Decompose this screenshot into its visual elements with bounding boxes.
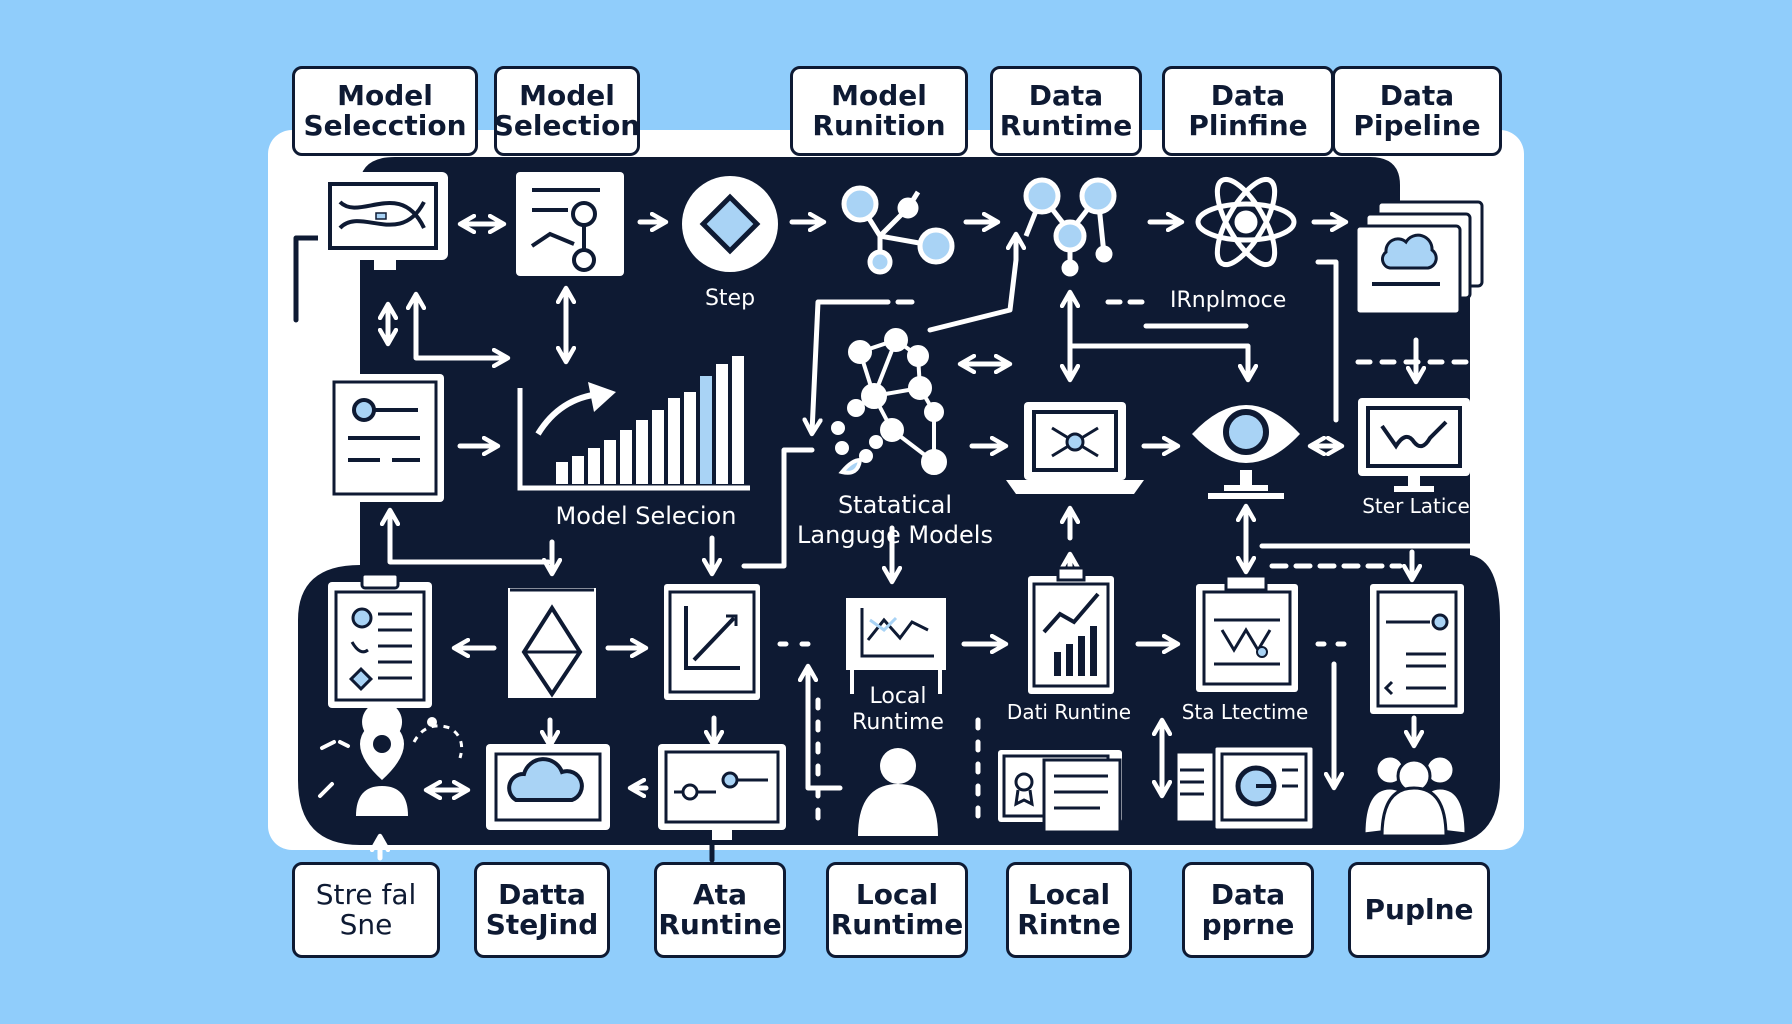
bottom-card-puplne: Puplne: [1348, 862, 1490, 958]
node-graph-icon: [841, 185, 955, 275]
trend-panel-icon: [664, 584, 760, 700]
monitor-icon: [318, 172, 448, 270]
top-card-model-selection: Model Selection: [494, 66, 640, 156]
bottom-card-stre-fal: Stre fal Sne: [292, 862, 440, 958]
location-person-icon: [318, 702, 464, 816]
atom-icon: [1195, 176, 1297, 268]
certificate-monitor-icon: [998, 750, 1122, 834]
top-card-data-plinfine: Data Plinfine: [1162, 66, 1334, 156]
line-chart-panel-icon: [846, 598, 946, 694]
network-icon: [831, 328, 947, 475]
bar-chart-clipboard-icon: [1028, 566, 1114, 694]
top-card-data-runtime: Data Runtime: [990, 66, 1142, 156]
bottom-card-datta-stejind: Datta SteJind: [474, 862, 610, 958]
clipboard-icon: [328, 572, 432, 708]
label-step: Step: [704, 286, 756, 311]
flowchart-icon: [516, 172, 624, 276]
label-model-selection: Model Selecion: [555, 502, 737, 530]
top-card-model-selecction: Model Selecction: [292, 66, 478, 156]
person-icon: [858, 748, 938, 836]
bottom-card-data-pprne: Data pprne: [1182, 862, 1314, 958]
top-card-data-pipeline: Data Pipeline: [1332, 66, 1502, 156]
label-ster-latice: Ster Latice: [1362, 494, 1470, 518]
laptop-icon: [1006, 402, 1144, 494]
connectors: [293, 222, 1503, 863]
document-icon: [326, 374, 444, 502]
cloud-monitor-icon: [486, 744, 610, 830]
wave-monitor-icon: [1358, 398, 1470, 492]
bottom-card-local-rintne: Local Rintne: [1006, 862, 1132, 958]
list-document-icon: [1370, 584, 1464, 714]
slider-monitor-icon: [658, 744, 786, 840]
eye-monitor-icon: [1192, 405, 1300, 499]
bar-chart-icon: [517, 356, 750, 491]
pie-monitors-icon: [1174, 744, 1316, 832]
label-sta-ltectime: Sta Ltectime: [1181, 700, 1309, 724]
node-graph-2-icon: [1023, 177, 1117, 277]
diamond-panel-icon: [508, 588, 596, 698]
label-irnplmoce: IRnplmoce: [1170, 288, 1287, 313]
bottom-card-ata-runtine: Ata Runtine: [654, 862, 786, 958]
top-card-model-runition: Model Runition: [790, 66, 968, 156]
label-dati-runtine: Dati Runtine: [1006, 700, 1132, 724]
diamond-circle-icon: [682, 176, 778, 272]
label-local-runtime: Local Runtime: [852, 684, 944, 735]
gauge-clipboard-icon: [1196, 574, 1298, 692]
people-group-icon: [1362, 754, 1468, 838]
label-statistical-language-models: Statatical Languge Models: [797, 491, 993, 549]
stacked-cloud-monitors-icon: [1354, 200, 1484, 316]
bottom-card-local-runtime: Local Runtime: [826, 862, 968, 958]
